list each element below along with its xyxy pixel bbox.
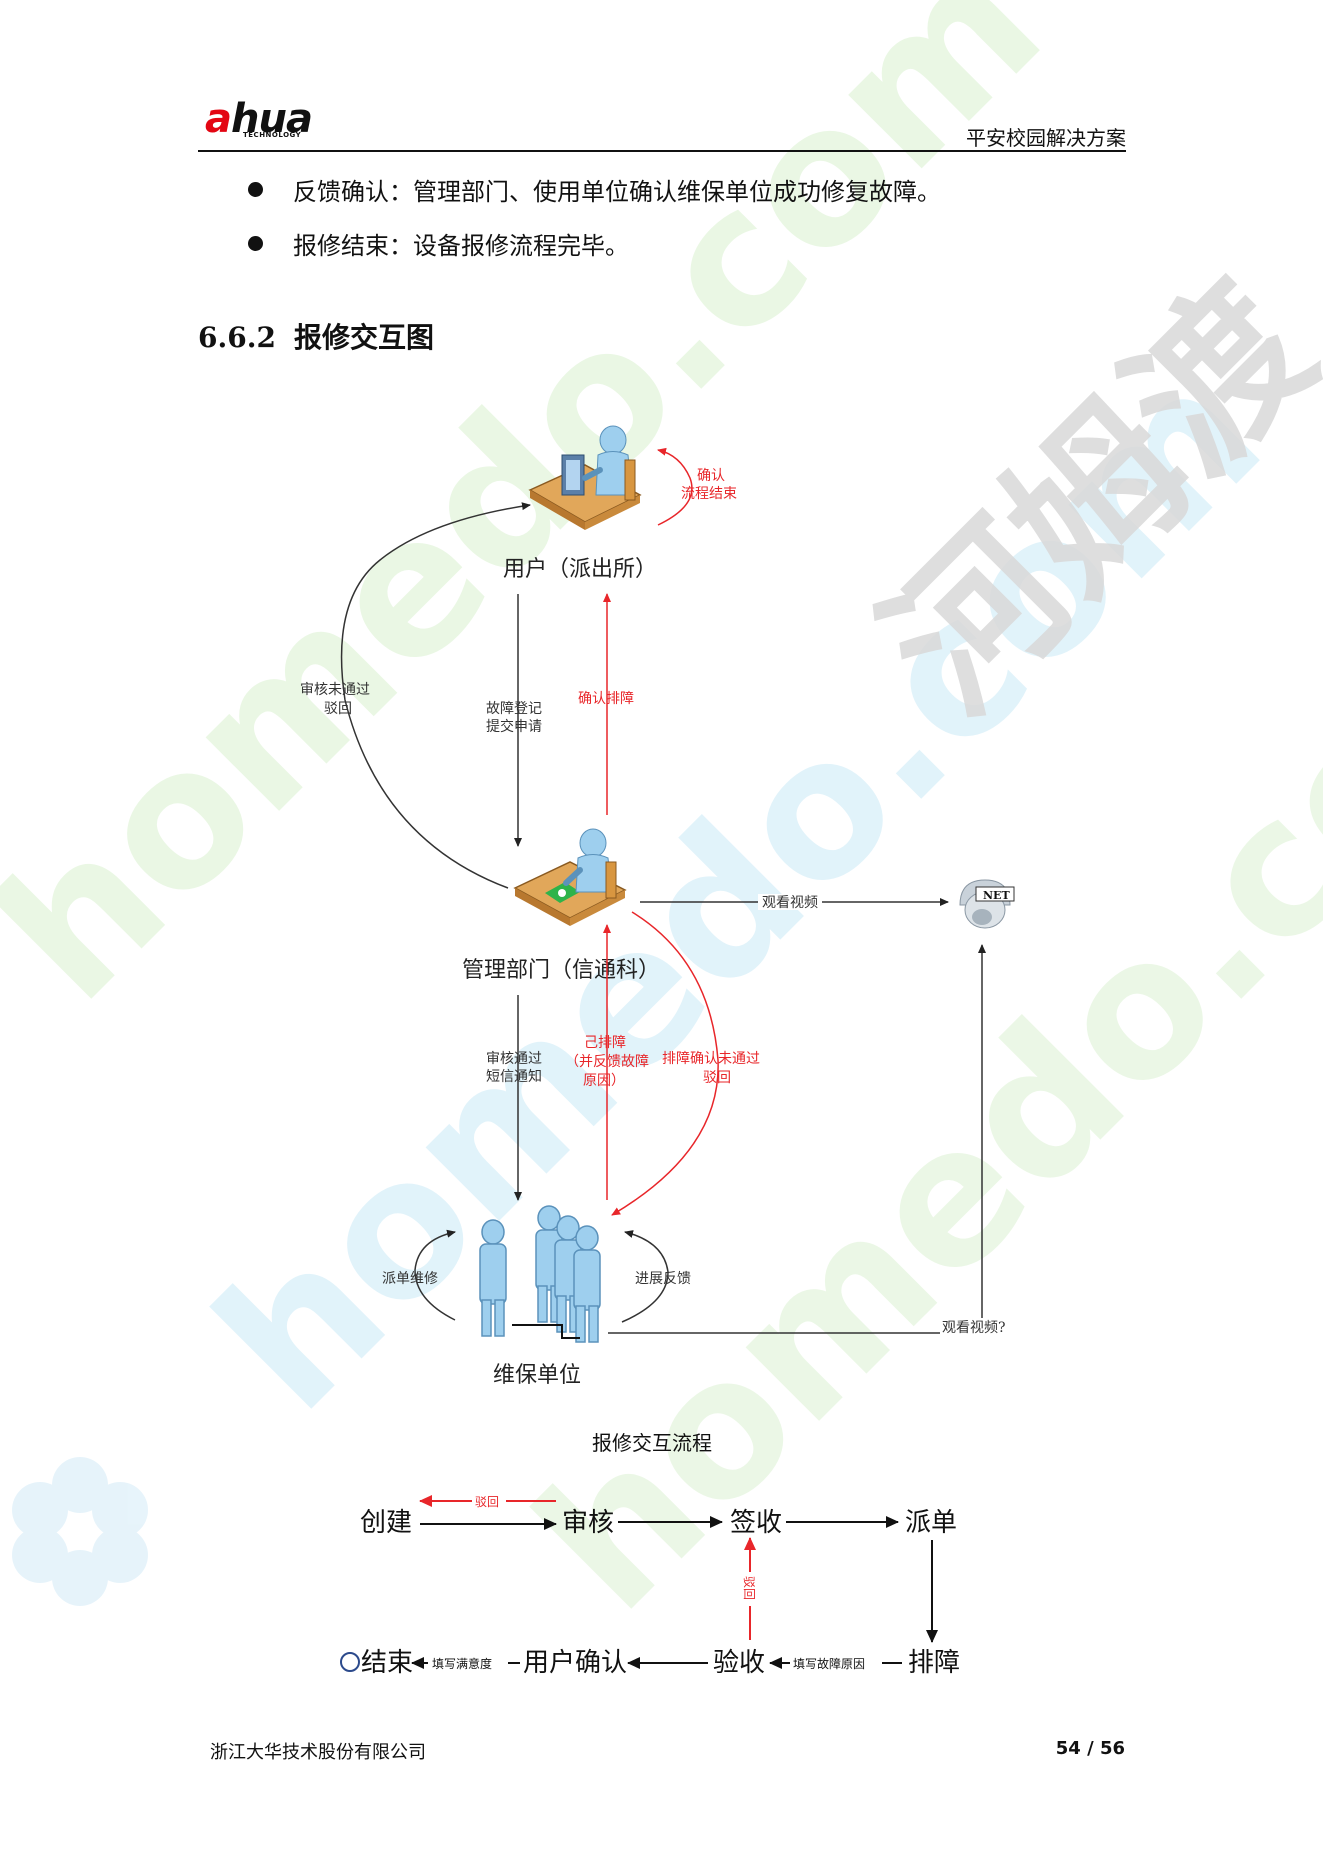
edge-label-cause-end: 原因）: [583, 1073, 625, 1089]
edge-label-fixed: 己排障: [584, 1035, 626, 1051]
edge-label-process-end: 流程结束: [681, 486, 737, 502]
footer-page-number: 54 / 56: [1055, 1738, 1125, 1759]
bullet-dot: [248, 182, 263, 197]
watermark-homedo-3: homedo.com: [496, 525, 1323, 1652]
flow-node-sign: 签收: [730, 1508, 782, 1538]
header-divider: [198, 150, 1126, 152]
edge-watch-video-maint: [608, 944, 986, 1334]
flow-node-user-confirm: 用户确认: [523, 1648, 627, 1678]
user-desk-icon: [528, 425, 642, 530]
edge-review-reject: [340, 502, 531, 889]
maintenance-workers-icon: [479, 1205, 601, 1343]
document-title: 平安校园解决方案: [966, 126, 1126, 150]
flow-edge-label-fill-reason: 填写故障原因: [793, 1656, 865, 1671]
edge-label-fix-reject: 驳回: [703, 1070, 731, 1086]
bullet-item: 报修结束：设备报修流程完毕。: [248, 226, 629, 261]
management-desk-icon: [513, 828, 627, 926]
logo-subtitle: TECHNOLOGY: [243, 131, 302, 139]
section-number: 6.6.2: [198, 321, 276, 354]
edge-dispatch-loop: [414, 1229, 456, 1321]
flow-edge-label-reject-top: 驳回: [475, 1495, 499, 1509]
edge-label-confirm: 确认: [697, 468, 725, 484]
flow-node-end: 结束: [361, 1648, 413, 1678]
edge-label-sms-notify: 短信通知: [486, 1068, 542, 1085]
watermark-homedo-2: homedo.com: [176, 325, 1303, 1452]
edge-label-progress: 进展反馈: [635, 1271, 691, 1287]
section-title: 报修交互图: [293, 321, 434, 354]
flow-node-dispatch: 派单: [905, 1508, 957, 1538]
watermark-flower-icon: [12, 1457, 148, 1606]
bullet-text: 报修结束：设备报修流程完毕。: [293, 232, 629, 260]
edge-label-submit-request: 提交申请: [486, 718, 542, 735]
camera-dome-icon: [959, 879, 1015, 929]
camera-net-badge: NET: [983, 889, 1010, 902]
bullet-dot: [248, 236, 263, 251]
watermark-brand: 河姆渡: [849, 248, 1323, 749]
dahua-logo: ahua: [205, 96, 313, 142]
edge-progress-loop: [621, 1230, 669, 1323]
diagram-caption: 报修交互流程: [592, 1431, 712, 1455]
maintenance-node-label: 维保单位: [493, 1363, 581, 1388]
edge-label-fault-register: 故障登记: [486, 701, 542, 717]
edge-label-fix-confirm-fail: 排障确认未通过: [662, 1051, 760, 1067]
watermark-homedo-1: homedo.com: [0, 0, 1082, 1042]
bullet-item: 反馈确认：管理部门、使用单位确认维保单位成功修复故障。: [248, 172, 941, 207]
edge-confirm-end: [657, 447, 693, 526]
edge-label-reject: 驳回: [324, 701, 352, 717]
edge-fix-reject: [611, 911, 719, 1216]
user-node-label: 用户（派出所）: [503, 557, 657, 582]
flow-edge-label-fill-satisfaction: 填写满意度: [432, 1656, 492, 1671]
section-heading: 6.6.2 报修交互图: [198, 316, 434, 356]
flow-edge-label-reject-vertical: 驳回: [742, 1576, 756, 1600]
flow-node-accept: 验收: [713, 1648, 765, 1678]
flow-node-create: 创建: [360, 1508, 412, 1538]
edge-label-review-pass: 审核通过: [486, 1051, 542, 1067]
flow-node-review: 审核: [562, 1508, 614, 1538]
edge-label-feedback-cause: （并反馈故障: [565, 1054, 649, 1070]
management-node-label: 管理部门（信通科）: [462, 958, 660, 983]
footer-company: 浙江大华技术股份有限公司: [210, 1742, 426, 1763]
edge-label-review-fail: 审核未通过: [300, 682, 370, 698]
edge-label-watch-video-question: 观看视频?: [942, 1320, 1006, 1336]
edge-label-watch-video: 观看视频: [762, 895, 818, 911]
edge-label-dispatch: 派单维修: [382, 1271, 438, 1287]
edge-label-confirm-fix: 确认排障: [578, 691, 634, 707]
bullet-text: 反馈确认：管理部门、使用单位确认维保单位成功修复故障。: [293, 178, 941, 206]
flow-end-circle-icon: [340, 1652, 360, 1672]
flow-node-fix: 排障: [908, 1648, 960, 1678]
